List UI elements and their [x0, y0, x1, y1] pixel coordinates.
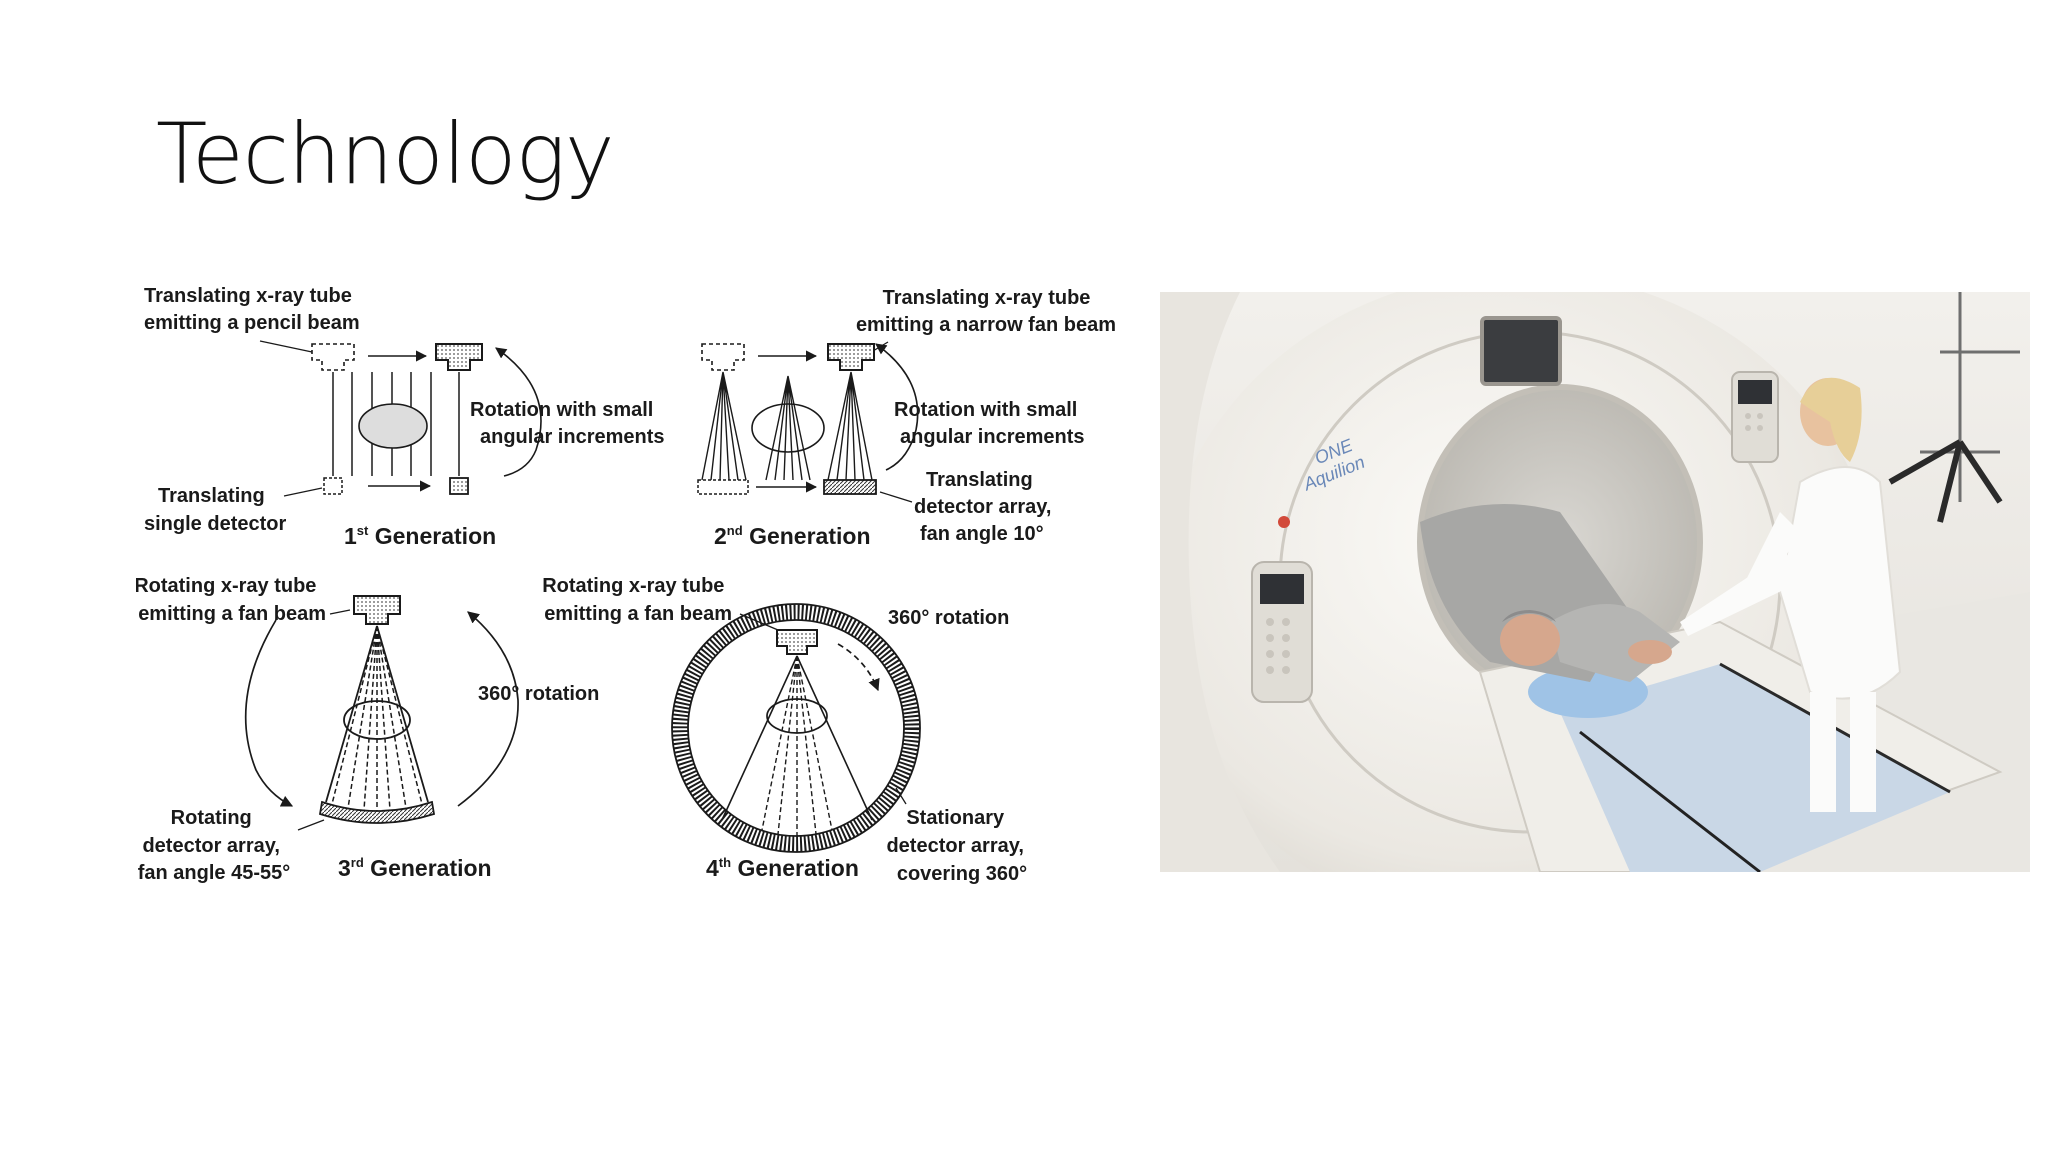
technician-figure [1680, 377, 1902, 812]
gen4-detector-label: Stationary detector array, covering 360° [886, 807, 1029, 885]
gen3-tube-label: Rotating x-ray tube emitting a fan beam [136, 575, 326, 625]
gen1-panel: Translating x-ray tube emitting a pencil… [144, 285, 665, 549]
gen4-tube-icon [776, 629, 818, 655]
gen1-patient-ellipse [358, 403, 428, 449]
gen1-tube-end-icon [435, 343, 483, 371]
gen3-panel: Rotating x-ray tube emitting a fan beam … [136, 575, 599, 884]
gen2-detector-end-icon [823, 479, 877, 495]
gen4-rotation-arrow [837, 643, 880, 692]
gen2-tube-start-icon [701, 343, 745, 371]
gen2-detector-start-icon [697, 479, 749, 495]
gen4-tube-label: Rotating x-ray tube emitting a fan beam [542, 575, 732, 625]
ct-scanner-photo: ONE Aquilion [1160, 292, 2030, 872]
gen4-patient-ellipse [766, 698, 828, 734]
gen1-rotation-label: Rotation with small angular increments [470, 399, 665, 448]
gen4-title: 4th Generation [706, 855, 859, 881]
gen4-panel: Rotating x-ray tube emitting a fan beam … [542, 575, 1029, 885]
patient-figure [1420, 504, 1680, 682]
gen2-title: 2nd Generation [714, 523, 871, 549]
gantry-control-panel-right [1731, 371, 1779, 463]
gen3-patient-ellipse [343, 700, 411, 740]
gen2-detector-label: Translating detector array, fan angle 10… [914, 469, 1057, 545]
gen2-rotation-label: Rotation with small angular increments [894, 399, 1085, 448]
gen3-tube-icon [353, 595, 401, 625]
gen3-title: 3rd Generation [338, 855, 492, 881]
gen1-detector-start-icon [323, 477, 343, 495]
gen4-rotation-label: 360° rotation [888, 607, 1009, 629]
gen3-rotation-label: 360° rotation [478, 683, 599, 705]
gen3-detector-array [318, 800, 436, 824]
ct-generations-diagram: Translating x-ray tube emitting a pencil… [136, 280, 1120, 892]
gen1-tube-start-icon [311, 343, 355, 371]
gen1-detector-label: Translating single detector [144, 485, 286, 535]
gen1-rotation-arrow [495, 347, 542, 477]
gen4-detector-ring [672, 604, 920, 852]
gantry-monitor [1480, 316, 1562, 386]
gen3-detector-label: Rotating detector array, fan angle 45-55… [138, 807, 291, 884]
gen1-title: 1st Generation [344, 523, 496, 549]
gen2-panel: Translating x-ray tube emitting a narrow… [697, 287, 1116, 549]
gen2-tube-end-icon [827, 343, 875, 371]
gen3-rotation-arrow [457, 611, 519, 807]
gen2-rotation-arrow [875, 343, 919, 471]
gen1-detector-end-icon [449, 477, 469, 495]
slide-title: Technology [156, 105, 615, 203]
gen2-patient-ellipse [751, 403, 825, 453]
gantry-control-panel-left [1251, 561, 1313, 703]
gen2-tube-label: Translating x-ray tube emitting a narrow… [856, 287, 1116, 336]
gen1-tube-label: Translating x-ray tube emitting a pencil… [144, 285, 360, 334]
